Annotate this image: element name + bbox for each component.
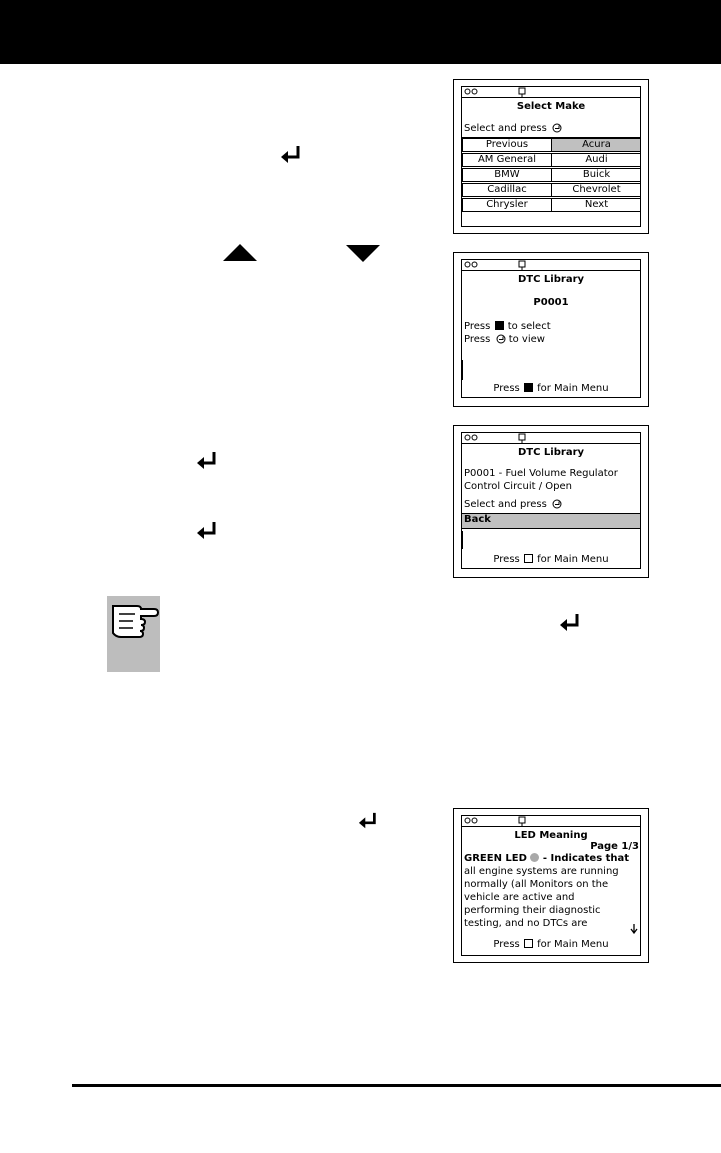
down-arrow-icon — [346, 245, 380, 262]
screen-title: Select Make — [516, 101, 586, 112]
main-menu-key-icon — [523, 554, 533, 563]
status-bar — [462, 260, 640, 271]
lcd-display: Select Make Select and press Previous Ac… — [461, 86, 641, 227]
main-menu-label: for Main Menu — [537, 554, 609, 565]
make-grid: Previous Acura AM General Audi BMW Buick… — [462, 137, 640, 216]
led-description-line2: all engine systems are running — [464, 866, 619, 877]
instruction-select: Press to select — [464, 321, 551, 334]
page-header-bar — [0, 0, 721, 64]
enter-key-icon — [552, 123, 562, 133]
make-option-chevrolet[interactable]: Chevrolet — [551, 183, 640, 197]
main-menu-key-icon — [523, 939, 533, 948]
enter-key-icon — [197, 522, 216, 539]
make-option-chrysler[interactable]: Chrysler — [462, 198, 552, 212]
lcd-display: DTC Library P0001 Press to select Press … — [461, 259, 641, 398]
lcd-display: DTC Library P0001 - Fuel Volume Regulato… — [461, 432, 641, 569]
link-status-icon — [464, 817, 478, 824]
select-prompt: Select and press — [464, 499, 562, 512]
screen-title: DTC Library — [517, 274, 585, 285]
main-menu-footer: Press for Main Menu — [462, 383, 640, 396]
scroll-down-icon[interactable] — [630, 924, 638, 934]
make-option-next[interactable]: Next — [551, 198, 640, 212]
back-option[interactable]: Back — [462, 513, 640, 529]
code-value[interactable]: P0001 — [533, 297, 569, 308]
enter-key-icon — [552, 499, 562, 509]
press-label: Press — [493, 383, 520, 394]
press-label: Press — [464, 321, 491, 332]
pointing-hand-note-icon — [112, 605, 160, 638]
green-led-icon — [530, 853, 540, 862]
connector-icon — [518, 260, 526, 270]
make-option-previous[interactable]: Previous — [462, 138, 552, 152]
status-bar — [462, 87, 640, 98]
back-label: Back — [464, 514, 491, 525]
view-label: to view — [508, 334, 545, 345]
enter-key-icon — [560, 614, 579, 631]
dtc-code-entry: P0001 — [462, 297, 640, 310]
instruction-view: Press to view — [464, 334, 545, 347]
led-description-text: - Indicates that — [542, 853, 630, 864]
link-status-icon — [464, 434, 478, 441]
footer-rule — [72, 1084, 721, 1087]
prompt-text: Select and press — [464, 499, 547, 510]
select-prompt: Select and press — [464, 123, 562, 136]
screen-dtc-result: DTC Library P0001 - Fuel Volume Regulato… — [453, 425, 649, 578]
main-menu-label: for Main Menu — [537, 939, 609, 950]
main-menu-footer: Press for Main Menu — [462, 554, 640, 567]
led-description-line1: GREEN LED - Indicates that — [464, 853, 629, 866]
main-menu-key-icon — [523, 383, 533, 392]
note-icon-box — [107, 596, 160, 672]
press-label: Press — [493, 554, 520, 565]
up-down-key-icon — [494, 321, 504, 330]
led-description-line4: vehicle are active and — [464, 892, 575, 903]
lcd-side-rule — [462, 531, 463, 549]
main-menu-label: for Main Menu — [537, 383, 609, 394]
press-label: Press — [493, 939, 520, 950]
led-description-line3: normally (all Monitors on the — [464, 879, 609, 890]
select-label: to select — [507, 321, 551, 332]
screen-title: LED Meaning — [514, 830, 588, 841]
dtc-description-line1: P0001 - Fuel Volume Regulator — [464, 468, 618, 479]
main-menu-footer: Press for Main Menu — [462, 939, 640, 952]
enter-key-icon — [281, 146, 300, 163]
enter-key-icon — [197, 452, 216, 469]
make-option-am-general[interactable]: AM General — [462, 153, 552, 167]
make-option-bmw[interactable]: BMW — [462, 168, 552, 182]
link-status-icon — [464, 88, 478, 95]
status-bar — [462, 433, 640, 444]
screen-dtc-entry: DTC Library P0001 Press to select Press … — [453, 252, 649, 407]
led-description-line6: testing, and no DTCs are — [464, 918, 588, 929]
led-description-line5: performing their diagnostic — [464, 905, 601, 916]
status-bar — [462, 816, 640, 827]
prompt-text: Select and press — [464, 123, 547, 134]
page-indicator: Page 1/3 — [590, 841, 639, 852]
screen-select-make: Select Make Select and press Previous Ac… — [453, 79, 649, 234]
screen-led-meaning: LED Meaning Page 1/3 GREEN LED - Indicat… — [453, 808, 649, 963]
connector-icon — [518, 433, 526, 443]
enter-key-icon — [358, 812, 376, 829]
dtc-description-line2: Control Circuit / Open — [464, 481, 572, 492]
enter-key-icon — [496, 334, 506, 344]
green-led-label: GREEN LED — [464, 853, 527, 864]
connector-icon — [518, 87, 526, 97]
up-arrow-icon — [223, 244, 257, 261]
lcd-display: LED Meaning Page 1/3 GREEN LED - Indicat… — [461, 815, 641, 956]
link-status-icon — [464, 261, 478, 268]
connector-icon — [518, 816, 526, 826]
press-label: Press — [464, 334, 491, 345]
make-option-audi[interactable]: Audi — [551, 153, 640, 167]
make-option-buick[interactable]: Buick — [551, 168, 640, 182]
lcd-side-rule — [462, 360, 463, 380]
screen-title: DTC Library — [517, 447, 585, 458]
make-option-acura[interactable]: Acura — [551, 138, 640, 152]
make-option-cadillac[interactable]: Cadillac — [462, 183, 552, 197]
